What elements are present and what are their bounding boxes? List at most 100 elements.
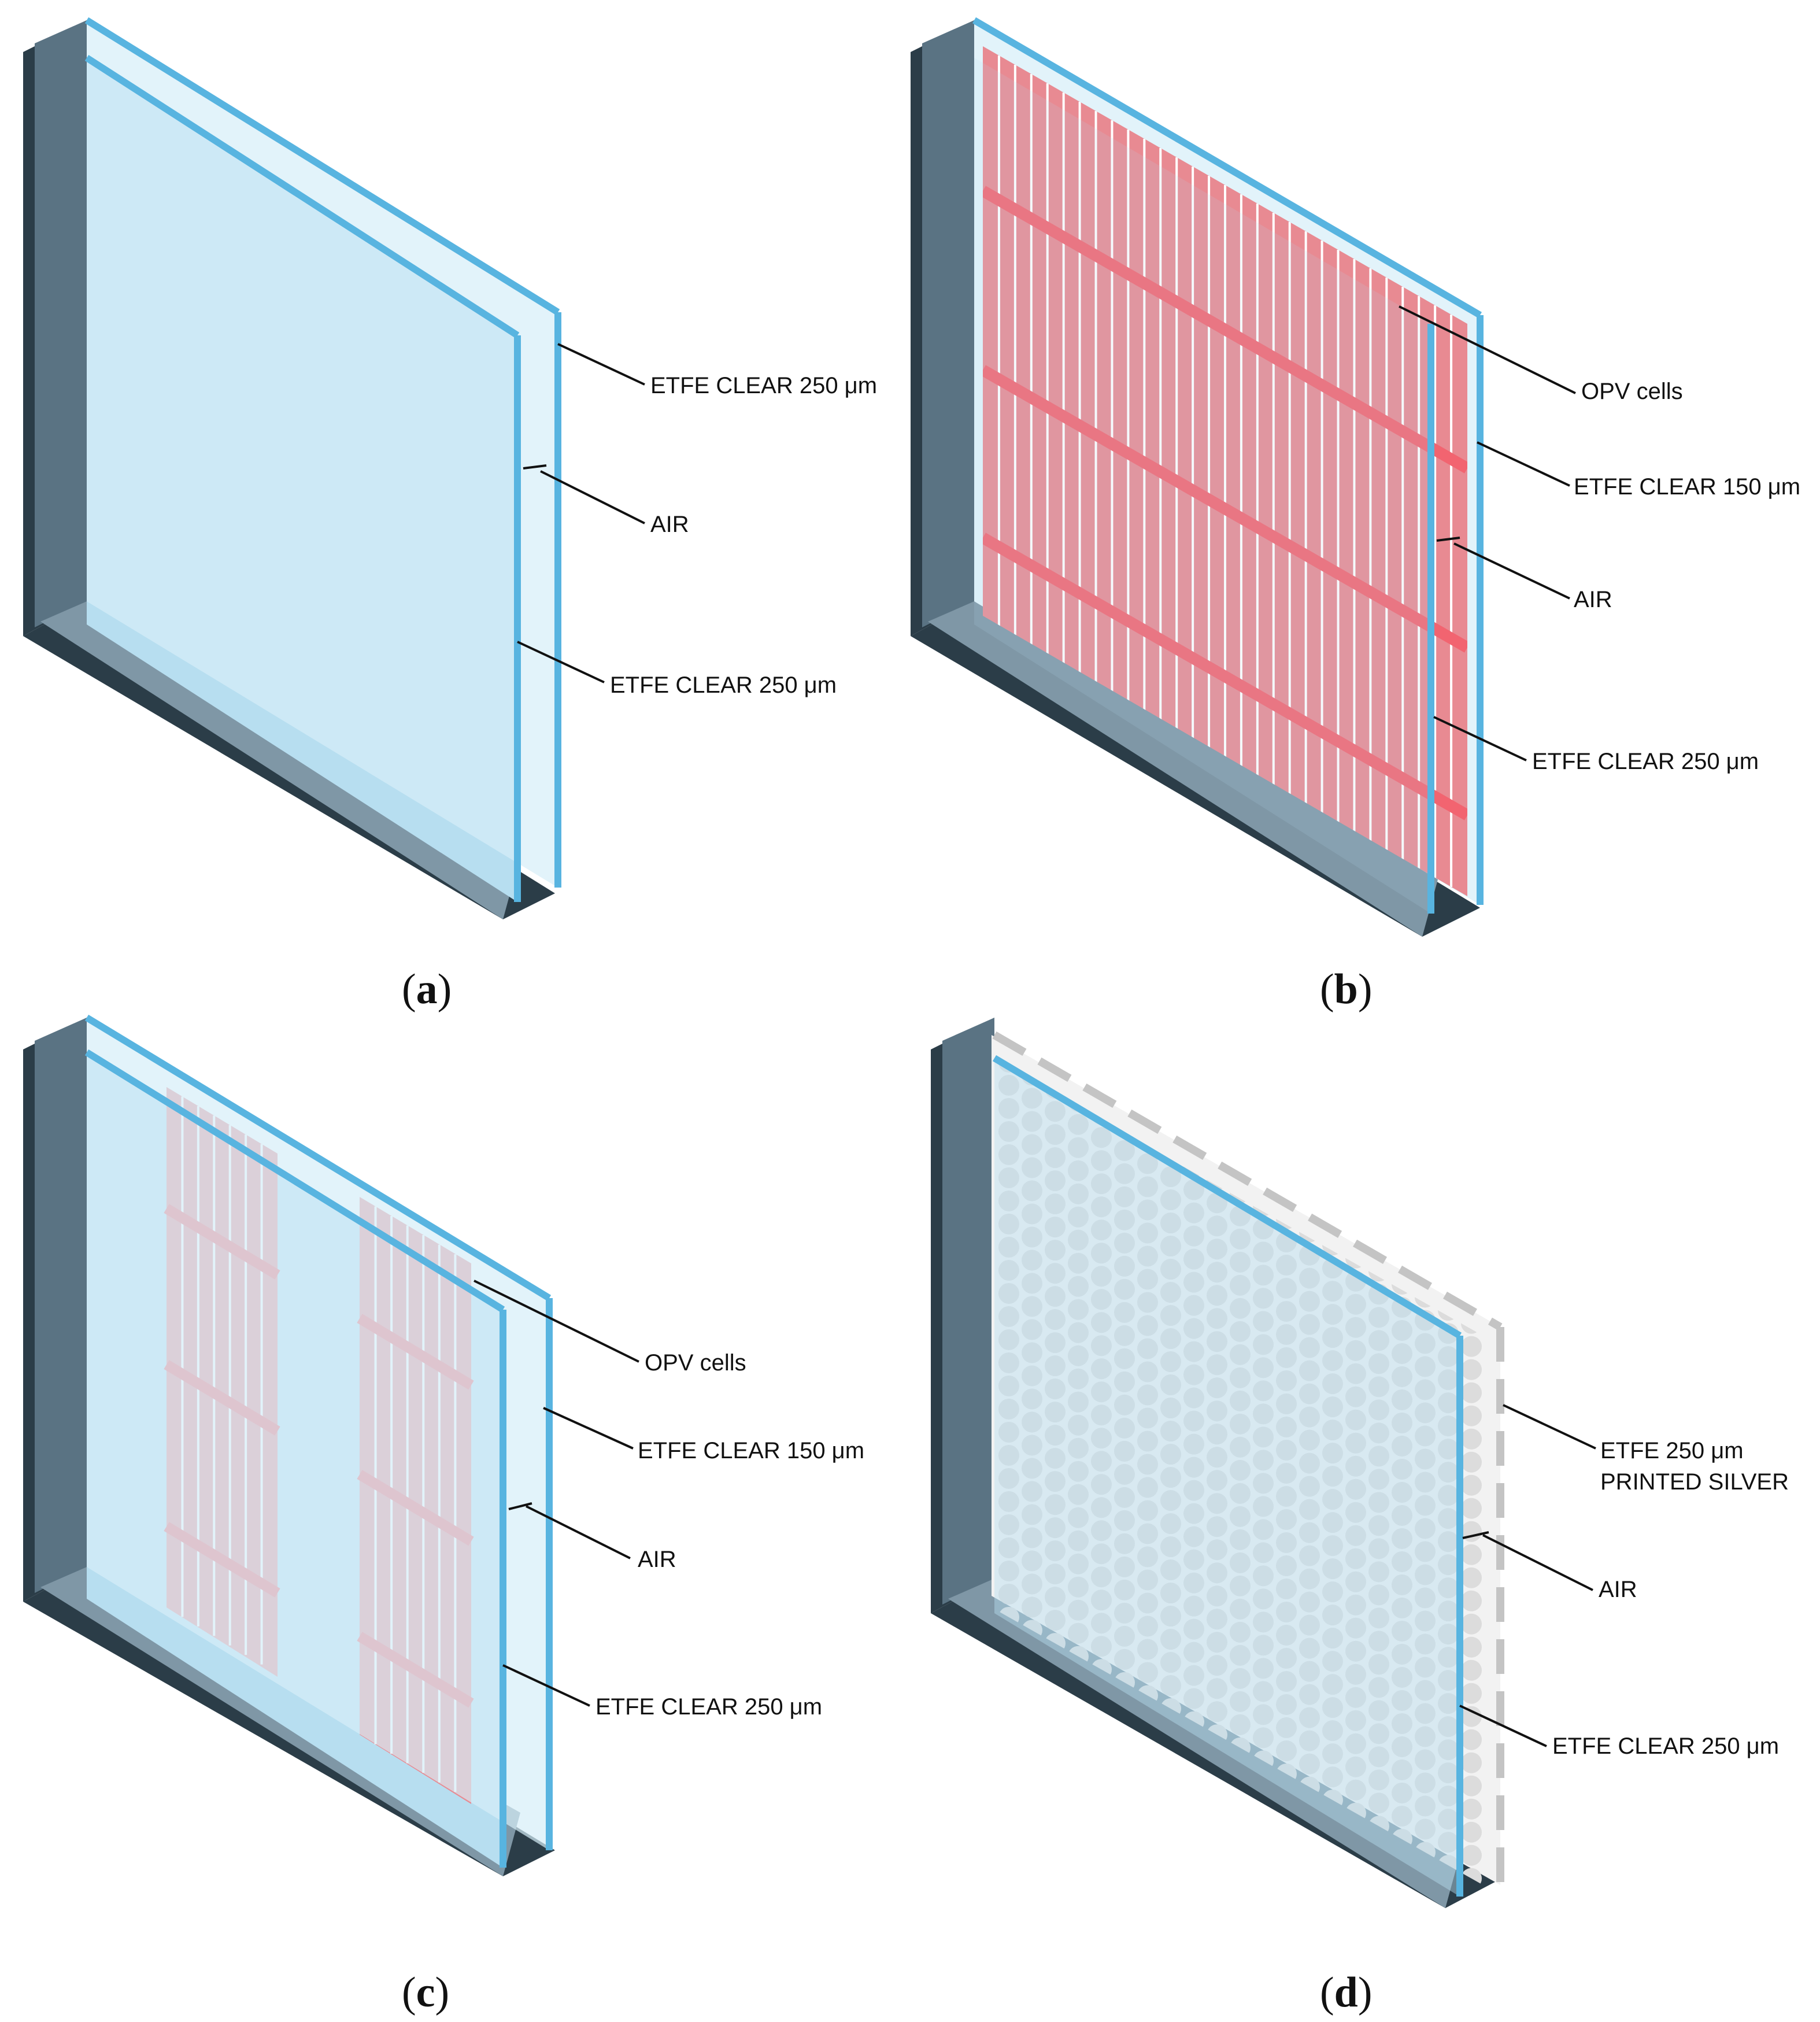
label-opv-cells: OPV cells [1581,379,1683,404]
silver-dot [1392,1620,1412,1642]
silver-dot [1230,1714,1251,1735]
label-air: AIR [1599,1577,1637,1602]
silver-dot [1114,1348,1135,1369]
silver-dot [1276,1602,1297,1622]
silver-dot [1045,1425,1066,1446]
silver-dot [1322,1327,1343,1348]
silver-dot [1253,1704,1274,1725]
label-air: AIR [650,512,689,537]
label-inner-film: ETFE CLEAR 250 μm [1552,1733,1779,1759]
silver-dot [1045,1448,1066,1469]
silver-dot [1299,1476,1320,1497]
silver-dot [1068,1530,1089,1551]
silver-dot [1299,1661,1320,1682]
silver-dot [998,1167,1019,1188]
silver-dot [1484,1904,1505,1925]
silver-dot [1392,1805,1412,1827]
silver-dot [1137,1384,1158,1406]
silver-dot [1276,1694,1297,1715]
silver-dot [1345,1363,1366,1384]
silver-dot [1091,1613,1112,1634]
silver-dot [1415,1402,1436,1424]
silver-dot [1183,1179,1204,1200]
silver-dot [1114,1371,1135,1392]
silver-dot [1415,1379,1436,1400]
silver-dot [1345,1455,1366,1477]
silver-dot [1137,1245,1158,1267]
silver-dot [1392,1366,1412,1387]
label-printed-film-line2: PRINTED SILVER [1600,1469,1789,1495]
silver-dot [1392,1597,1412,1618]
silver-dot [1438,1554,1459,1576]
silver-dot [1299,1314,1320,1335]
silver-dot [998,1375,1019,1396]
silver-dot [1461,1428,1482,1450]
silver-dot [1368,1700,1389,1721]
silver-dot [1507,1455,1528,1476]
silver-dot [1368,1769,1389,1791]
silver-dot [1091,1566,1112,1588]
silver-dot [1507,1871,1528,1892]
silver-dot [1091,1520,1112,1542]
silver-dot [1068,1507,1089,1528]
silver-dot [1438,1670,1459,1691]
silver-dot [1322,1489,1343,1510]
silver-dot [1230,1621,1251,1643]
window-frame [931,1018,1500,1908]
silver-dot [1322,1512,1343,1533]
silver-dot [1160,1490,1181,1511]
silver-dot [1461,1613,1482,1635]
silver-dot [1068,1553,1089,1574]
silver-dot [1461,1405,1482,1426]
silver-dot [1114,1648,1135,1670]
silver-dot [1322,1581,1343,1603]
silver-dot [1160,1398,1181,1419]
silver-dot [1253,1565,1274,1587]
silver-dot [1461,1775,1482,1796]
silver-dot [1461,1544,1482,1565]
silver-dot [1276,1347,1297,1368]
silver-dot [1299,1591,1320,1613]
silver-dot [1230,1529,1251,1550]
silver-dot [1091,1289,1112,1310]
silver-dot [1438,1693,1459,1714]
silver-dot [1207,1539,1227,1561]
silver-dot [1068,1484,1089,1505]
silver-dot [1438,1600,1459,1622]
silver-dot [998,1121,1019,1142]
silver-dot [1091,1474,1112,1495]
silver-dot [1507,1640,1528,1661]
silver-dot [1230,1413,1251,1435]
silver-dot [1299,1522,1320,1543]
caption-a: (a) [402,966,452,1013]
silver-dot [1022,1111,1042,1132]
silver-dot [1160,1513,1181,1535]
silver-dot [1068,1437,1089,1459]
silver-dot [1045,1517,1066,1539]
silver-dot [1507,1848,1528,1869]
silver-dot [1230,1367,1251,1388]
silver-dot [1230,1436,1251,1458]
silver-dot [1507,1779,1528,1799]
silver-dot [1114,1232,1135,1254]
silver-dot [1207,1308,1227,1329]
silver-dot [1345,1409,1366,1430]
silver-dot [1114,1209,1135,1230]
silver-dot [998,1444,1019,1466]
silver-dot [1160,1536,1181,1558]
silver-dot [1507,1663,1528,1684]
silver-dot [1022,1134,1042,1155]
silver-dot [1114,1302,1135,1323]
silver-dot [1253,1265,1274,1286]
silver-dot [1207,1262,1227,1283]
silver-dot [1368,1376,1389,1398]
silver-dot [1091,1266,1112,1287]
silver-dot [1368,1469,1389,1490]
silver-dot [1438,1647,1459,1668]
silver-dot [998,1491,1019,1512]
silver-dot [1322,1605,1343,1626]
silver-dot [1068,1276,1089,1297]
silver-dot [1045,1170,1066,1192]
silver-dot [1415,1472,1436,1493]
silver-dot [998,1537,1019,1558]
